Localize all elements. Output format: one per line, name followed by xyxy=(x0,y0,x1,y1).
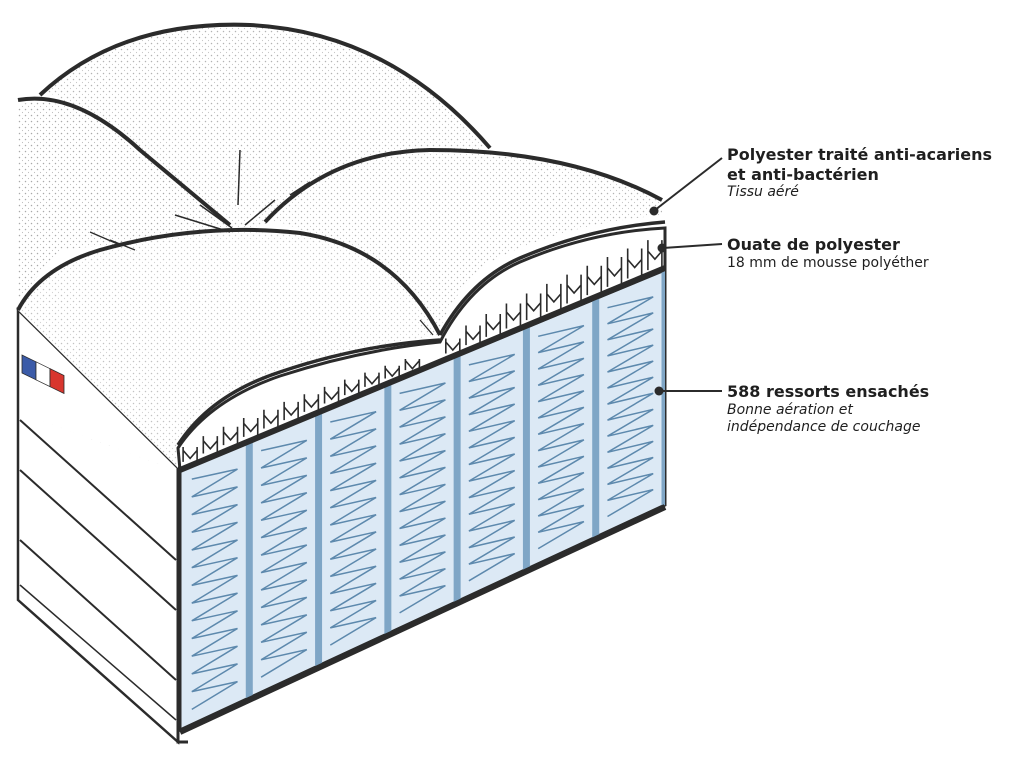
french-flag-label xyxy=(21,354,65,395)
fabric-callout-title-line2: et anti-bactérien xyxy=(727,164,879,184)
fabric-callout-subtitle: Tissu aéré xyxy=(727,184,799,201)
springs-callout-subtitle-line1: Bonne aération et xyxy=(727,401,853,418)
padding-layer xyxy=(176,226,667,473)
padding-chevron xyxy=(222,426,239,446)
fabric-callout-dot xyxy=(649,206,659,216)
springs-callout-dot xyxy=(654,386,664,396)
spring-coil xyxy=(537,324,585,550)
padding-chevron xyxy=(525,293,542,321)
padding-chevron xyxy=(283,401,299,421)
padding-chevron xyxy=(586,265,603,296)
padding-callout-subtitle: 18 mm de mousse polyéther xyxy=(727,254,929,271)
padding-chevron xyxy=(485,314,502,337)
padding-chevron xyxy=(546,283,562,312)
callout-leaders xyxy=(649,157,723,396)
padding-chevron xyxy=(505,303,522,329)
padding-chevron xyxy=(242,417,259,437)
padding-chevron xyxy=(566,274,582,304)
padding-chevron xyxy=(606,256,623,287)
spring-coil xyxy=(468,353,516,582)
spring-coil xyxy=(329,410,377,646)
padding-chevron xyxy=(202,436,219,454)
pillow-top xyxy=(16,22,666,468)
spring-coil xyxy=(260,439,308,678)
padding-chevron xyxy=(182,446,198,462)
springs-callout-subtitle-line2: indépendance de couchage xyxy=(727,418,921,435)
spring-coil xyxy=(191,468,238,711)
spring-coil xyxy=(399,382,446,614)
springs-callout: 588 ressorts ensachés Bonne aération et … xyxy=(727,382,929,436)
padding-callout-title: Ouate de polyester xyxy=(727,235,900,254)
spring-panel xyxy=(176,265,667,744)
springs-callout-title: 588 ressorts ensachés xyxy=(727,382,930,401)
fabric-callout-title-line1: Polyester traité anti-acariens xyxy=(727,145,993,164)
spring-coil xyxy=(607,296,654,518)
padding-chevron xyxy=(263,409,279,429)
padding-chevron xyxy=(626,248,643,279)
fabric-callout: Polyester traité anti-acariens et anti-b… xyxy=(727,145,992,201)
padding-callout: Ouate de polyester 18 mm de mousse polyé… xyxy=(727,235,929,272)
padding-callout-dot xyxy=(657,243,667,253)
padding-chevron xyxy=(303,394,320,412)
mattress-side-panel xyxy=(16,307,180,745)
